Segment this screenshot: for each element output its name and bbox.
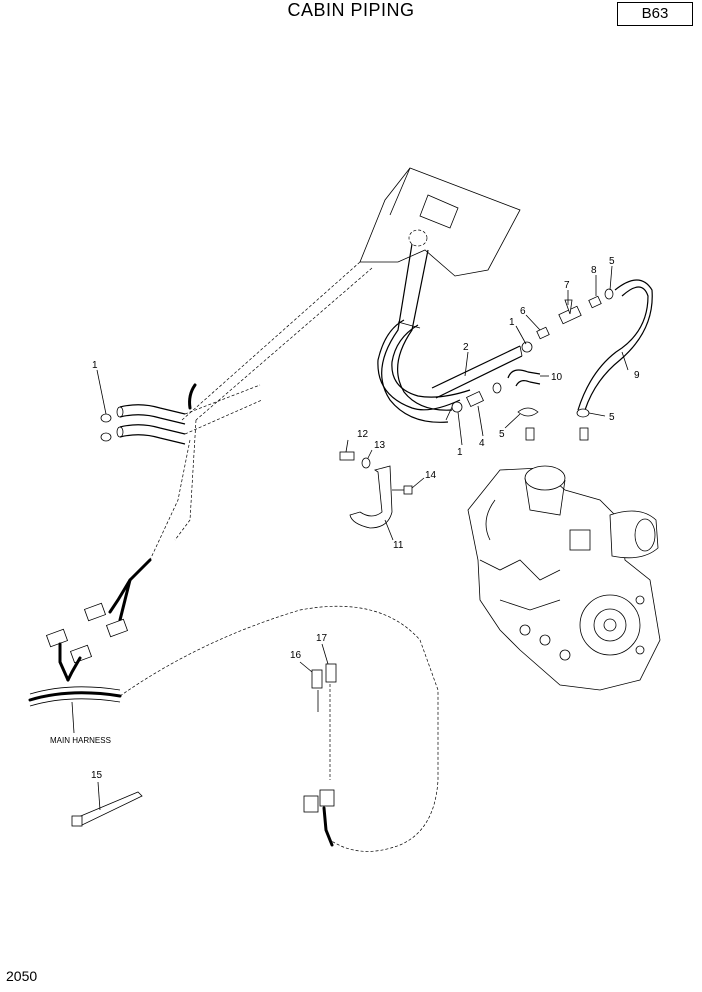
fittings-upper [521,288,614,353]
callout-labels: 1 1 1 2 4 5 5 5 6 7 8 9 10 11 12 13 14 1… [50,256,640,781]
callout-11: 11 [393,540,404,551]
callout-13: 13 [374,440,386,451]
callout-15: 15 [91,770,103,781]
heater-hose-loop [377,243,471,423]
callout-9: 9 [634,370,640,381]
cabin-heater-housing [359,167,521,277]
callout-4: 4 [479,438,485,449]
callout-1a: 1 [92,360,98,371]
callout-1b: 1 [509,317,515,328]
callout-5b: 5 [609,256,615,267]
callout-1c: 1 [457,447,463,458]
cable-tie-15 [71,791,143,827]
bracket-11 [339,451,413,529]
page-number: 2050 [6,968,38,984]
main-harness-label: MAIN HARNESS [50,736,111,745]
callout-10: 10 [551,372,563,383]
hose-2 [431,345,523,399]
callout-12: 12 [357,429,369,440]
callout-8: 8 [591,265,597,276]
callout-7: 7 [564,280,570,291]
callout-14: 14 [425,470,437,481]
engine-assembly [467,465,661,691]
page-title: CABIN PIPING [287,0,415,20]
hose-9 [577,279,653,411]
callout-16: 16 [290,650,302,661]
callout-6: 6 [520,306,526,317]
elbow-hose-10 [451,369,541,441]
connectors-16-17 [303,663,337,847]
clamp-5-right [576,408,590,441]
page-code: B63 [617,2,693,26]
left-hose-stubs [100,383,263,445]
main-harness [28,439,439,852]
callout-5c: 5 [609,412,615,423]
callout-5a: 5 [499,429,505,440]
cabin-frame-outline [174,261,373,541]
callout-2: 2 [463,342,469,353]
leader-lines [71,265,629,811]
callout-17: 17 [316,633,328,644]
